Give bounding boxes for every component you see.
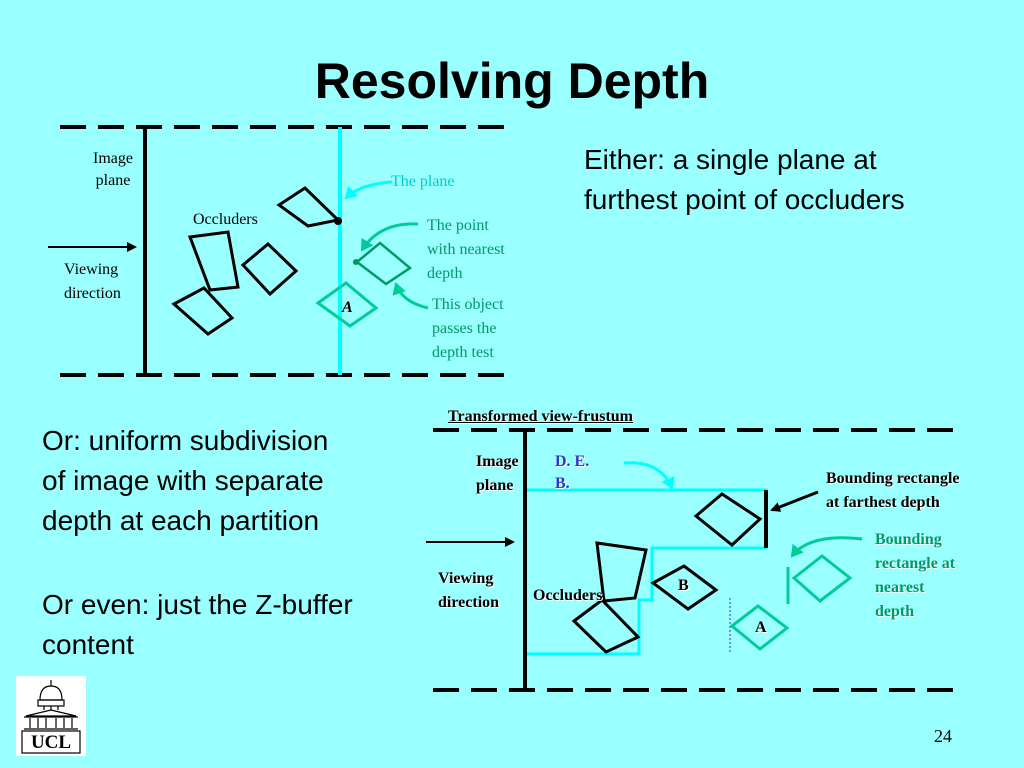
top-occluder-1 [187,230,240,292]
or-uniform-line-1: Or: uniform subdivision [42,425,329,456]
bottom-image-plane-label: Image plane [476,450,519,498]
or-uniform-line-3: depth at each partition [42,505,320,536]
top-occluder-2 [240,241,299,297]
top-object-a [315,281,379,328]
nearest-point-label-line-3: depth [427,265,463,282]
nearest-point-arrow [360,222,419,252]
bottom-image-plane-label-line-1: Image [476,453,519,470]
passes-test-label-line-3: depth test [432,344,494,361]
bottom-object-a-label: A [755,619,767,636]
bottom-occluders-label: Occluders [533,587,603,604]
top-diagram [48,125,515,377]
bounding-far-label: Bounding rectangle at farthest depth [826,467,960,515]
frustum-label: Transformed view-frustum [448,408,634,425]
de-label: D. E. B. [555,451,589,495]
or-even-text: Or even: just the Z-buffer content [42,585,353,665]
top-furthest-point [334,217,342,225]
page-number: 24 [934,726,952,746]
bottom-occluder-e [595,541,648,603]
dome-icon [21,680,81,754]
bounding-far-label-line-2: at farthest depth [826,494,940,511]
bottom-viewing-label-line-2: direction [438,594,500,611]
top-image-plane-label-line-1: Image [93,150,133,167]
bottom-object-a [729,604,790,651]
or-uniform-line-2: of image with separate [42,465,324,496]
nearest-point-label-line-2: with nearest [427,241,505,258]
top-nearest-object [354,241,413,286]
passes-test-label: This object passes the depth test [432,293,504,365]
bottom-object-b-label: B [678,577,689,594]
or-even-line-2: content [42,629,134,660]
top-viewing-label-line-1: Viewing [64,261,119,278]
bounding-near-label-line-2: rectangle at [875,555,956,572]
or-uniform-text: Or: uniform subdivision of image with se… [42,421,328,541]
passes-test-label-line-2: passes the [432,320,497,337]
bounding-far-arrow [770,490,819,512]
top-object-a-label: A [342,299,353,316]
bounding-staircase [527,488,768,656]
bottom-viewing-direction-label: Viewing direction [438,567,499,615]
either-text: Either: a single plane at furthest point… [584,140,905,220]
bounding-far-label-line-1: Bounding rectangle [826,470,960,487]
ucl-logo-text: UCL [30,732,72,753]
ucl-logo: UCL [16,676,86,756]
slide-title: Resolving Depth [314,53,710,109]
bottom-diagram [426,428,962,692]
bottom-occluder-3 [571,598,641,654]
either-line-2: furthest point of occluders [584,184,905,215]
de-label-line-2: B. [555,475,570,492]
bottom-nearest-object [791,554,853,603]
bounding-near-label-line-1: Bounding [875,531,942,548]
either-line-1: Either: a single plane at [584,144,877,175]
bounding-near-arrow [790,536,863,558]
bounding-near-label: Bounding rectangle at nearest depth [875,528,955,624]
nearest-point-label-line-1: The point [427,217,489,234]
top-nearest-point [353,259,359,265]
top-occluders-label: Occluders [193,211,258,228]
bottom-viewing-label-line-1: Viewing [438,570,494,587]
top-viewing-direction-label: Viewing direction [64,258,121,306]
de-arrow [623,461,675,490]
or-even-line-1: Or even: just the Z-buffer [42,589,353,620]
de-label-line-1: D. E. [555,453,590,470]
top-viewing-label-line-2: direction [64,285,121,302]
top-occluder-4 [276,186,342,228]
bottom-occluder-d [693,492,763,547]
passes-test-arrow [392,282,429,310]
nearest-point-label: The point with nearest depth [427,214,505,286]
the-plane-arrow [344,180,393,200]
bottom-image-plane-label-line-2: plane [476,477,514,494]
top-image-plane-label-line-2: plane [95,172,131,189]
bounding-near-label-line-4: depth [875,603,915,620]
bounding-near-label-line-3: nearest [875,579,925,596]
passes-test-label-line-1: This object [432,296,504,313]
bottom-occluder-b [650,564,719,611]
the-plane-label: The plane [391,173,455,190]
top-occluder-3 [171,286,235,336]
top-image-plane-label: Image plane [84,148,142,192]
